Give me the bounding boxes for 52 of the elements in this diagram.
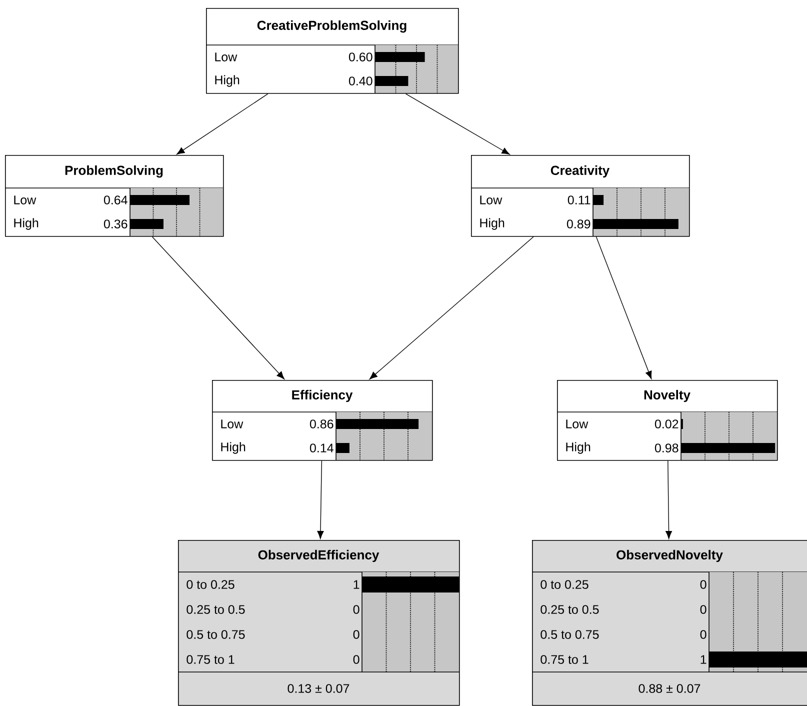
- arrow: [666, 460, 672, 539]
- state-label: 0.75 to 1: [540, 655, 588, 664]
- probability-value: 0.60: [348, 52, 372, 62]
- state-label: 0 to 0.25: [540, 580, 588, 589]
- probability-value: 0.89: [566, 220, 590, 228]
- state-label: Low: [566, 420, 588, 428]
- probability-value: 0: [700, 580, 706, 589]
- probability-value: 0.40: [348, 76, 372, 86]
- state-label: 0.25 to 0.5: [540, 605, 599, 614]
- arrow: [405, 93, 510, 155]
- probability-value: 1: [700, 655, 706, 664]
- probability-value: 0: [353, 605, 360, 614]
- node-title: CreativeProblemSolving: [257, 20, 406, 33]
- state-label: High: [566, 442, 590, 454]
- state-label: 0 to 0.25: [186, 580, 234, 589]
- state-label: Low: [215, 52, 238, 62]
- probability-value: 0: [700, 630, 706, 639]
- state-label: 0.5 to 0.75: [186, 630, 245, 639]
- node-title: Efficiency: [292, 390, 353, 402]
- arrow: [596, 236, 652, 380]
- node-title: ObservedEfficiency: [258, 550, 380, 562]
- probability-value: 0.14: [310, 444, 334, 452]
- mean-value: 0.13 ± 0.07: [288, 684, 350, 693]
- state-label: Low: [14, 196, 36, 204]
- probability-value: 0: [353, 655, 360, 664]
- state-label: High: [480, 218, 504, 230]
- probability-value: 0.64: [104, 196, 128, 204]
- arrow: [369, 236, 534, 380]
- probability-value: 0.02: [654, 420, 678, 428]
- node-title: ObservedNovelty: [616, 550, 723, 562]
- state-label: High: [221, 442, 246, 454]
- probability-value: 0.86: [310, 420, 334, 428]
- state-label: 0.25 to 0.5: [186, 605, 245, 614]
- mean-value: 0.88 ± 0.07: [638, 684, 700, 693]
- state-label: 0.5 to 0.75: [540, 630, 599, 639]
- probability-value: 1: [354, 580, 360, 589]
- node-title: Creativity: [550, 165, 610, 178]
- state-label: Low: [480, 196, 502, 204]
- probability-value: 0.36: [104, 220, 128, 228]
- state-label: Low: [221, 420, 244, 428]
- probability-value: 0.98: [654, 444, 678, 452]
- probability-value: 0: [353, 630, 360, 639]
- probability-value: 0: [700, 605, 706, 614]
- arrow: [152, 236, 284, 380]
- arrow: [317, 460, 324, 539]
- state-label: High: [215, 75, 240, 87]
- node-title: ProblemSolving: [65, 165, 163, 178]
- probability-value: 0.11: [568, 196, 590, 204]
- node-title: Novelty: [644, 390, 690, 402]
- arrow: [176, 93, 268, 155]
- state-label: 0.75 to 1: [186, 655, 234, 664]
- state-label: High: [14, 218, 38, 230]
